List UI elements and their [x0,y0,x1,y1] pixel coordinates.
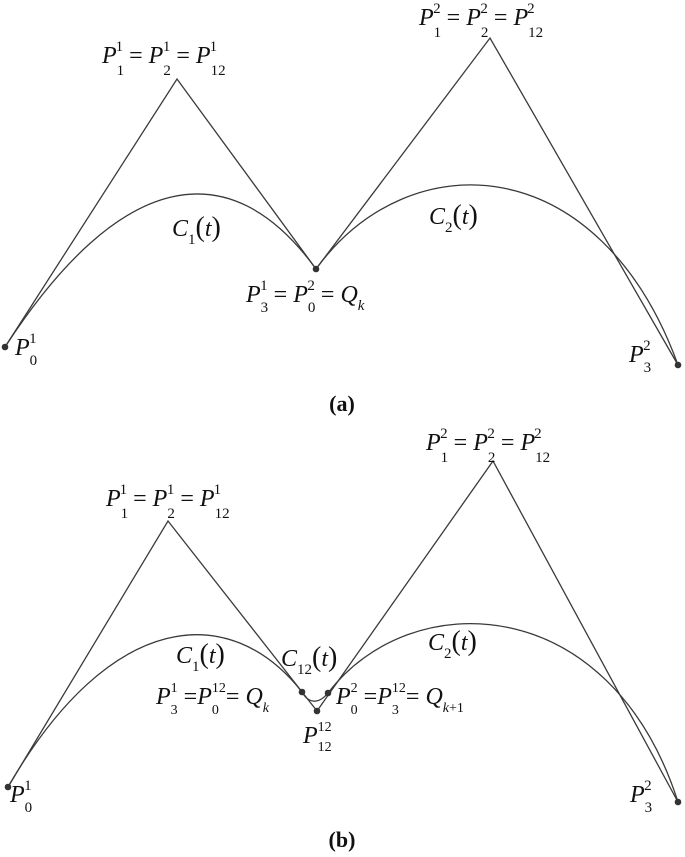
label-c1: C1(t) [172,212,221,248]
control-polygon-right [315,36,679,366]
point-p3-2-b [674,798,682,806]
point-p12-b [313,707,321,715]
control-polygon-right-b [316,459,679,803]
point-qk-b [298,688,306,696]
label-join: P31 = P02 = Qk [245,278,365,316]
caption-b: (b) [329,827,356,852]
point-p3-2 [674,361,682,369]
label-c12-b: C12(t) [281,642,337,678]
curve-c1-b [7,634,303,788]
point-qk1-b [324,689,332,697]
label-peak1-b: P11 = P21 = P121 [105,482,230,522]
panel-b: P11 = P21 = P121 P12 = P22 = P122 C1(t) … [4,426,682,852]
curve-c2-b [327,623,679,803]
label-p3-2-b: P32 [629,778,652,816]
label-c2-b: C2(t) [428,626,477,662]
caption-a: (a) [329,391,355,416]
curve-c2 [315,184,679,366]
label-p3-2: P32 [628,338,651,376]
label-peak2-b: P12 = P22 = P122 [425,426,550,466]
control-polygon-left-b [7,519,318,788]
point-qk [312,265,320,273]
label-join-right-b: P02 =P312= Qk+1 [335,681,464,718]
label-p12-b: P1212 [302,720,332,755]
label-join-left-b: P31 =P012= Qk [155,681,270,718]
label-p0-1: P01 [14,331,37,369]
control-polygon-left [4,77,317,348]
point-p0-1 [1,343,9,351]
label-c1-b: C1(t) [176,639,225,675]
label-c2: C2(t) [429,200,478,236]
label-p0-1-b: P01 [9,778,32,816]
curve-c1 [4,193,317,348]
label-peak2: P12 = P22 = P122 [418,1,543,41]
point-p0-1-b [4,783,12,791]
panel-a: P11 = P21 = P121 P12 = P22 = P122 C1(t) … [1,1,682,416]
label-peak1: P11 = P21 = P121 [101,39,226,79]
